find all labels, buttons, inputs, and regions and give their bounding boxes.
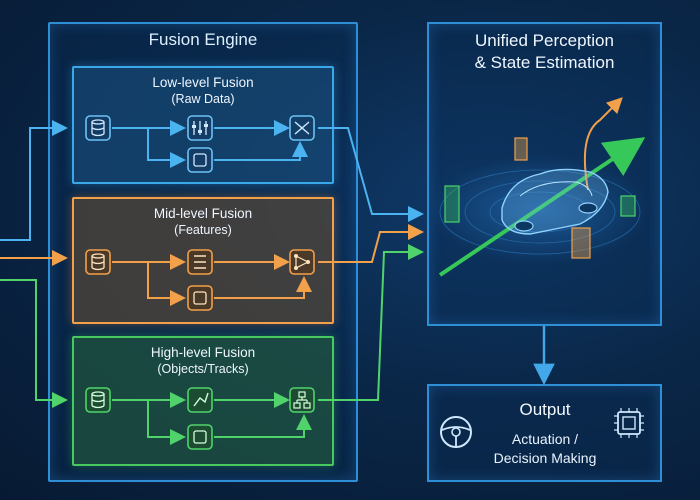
high-level-fusion-subtitle: (Objects/Tracks)	[157, 362, 249, 376]
mid-level-fusion-title: Mid-level Fusion	[153, 206, 253, 221]
fusion-engine-title: Fusion Engine	[148, 30, 258, 49]
high-level-fusion-title: High-level Fusion	[150, 345, 256, 360]
output-line-1: Actuation /	[511, 431, 579, 447]
mid-level-fusion-subtitle: (Features)	[174, 223, 232, 237]
high-level-fusion-panel: High-level Fusion (Objects/Tracks)	[72, 336, 334, 466]
low-level-fusion-panel: Low-level Fusion (Raw Data)	[72, 66, 334, 184]
low-level-fusion-subtitle: (Raw Data)	[171, 92, 235, 106]
mid-level-fusion-panel: Mid-level Fusion (Features)	[72, 197, 334, 324]
perception-title-line-2: & State Estimation	[474, 53, 615, 72]
output-title: Output	[519, 400, 571, 419]
low-level-fusion-title: Low-level Fusion	[152, 75, 254, 90]
unified-perception-title: Unified Perception & State Estimation	[427, 30, 662, 74]
output-subtitle: Actuation / Decision Making	[478, 430, 612, 468]
output-line-2: Decision Making	[493, 450, 597, 466]
perception-title-line-1: Unified Perception	[475, 31, 614, 50]
